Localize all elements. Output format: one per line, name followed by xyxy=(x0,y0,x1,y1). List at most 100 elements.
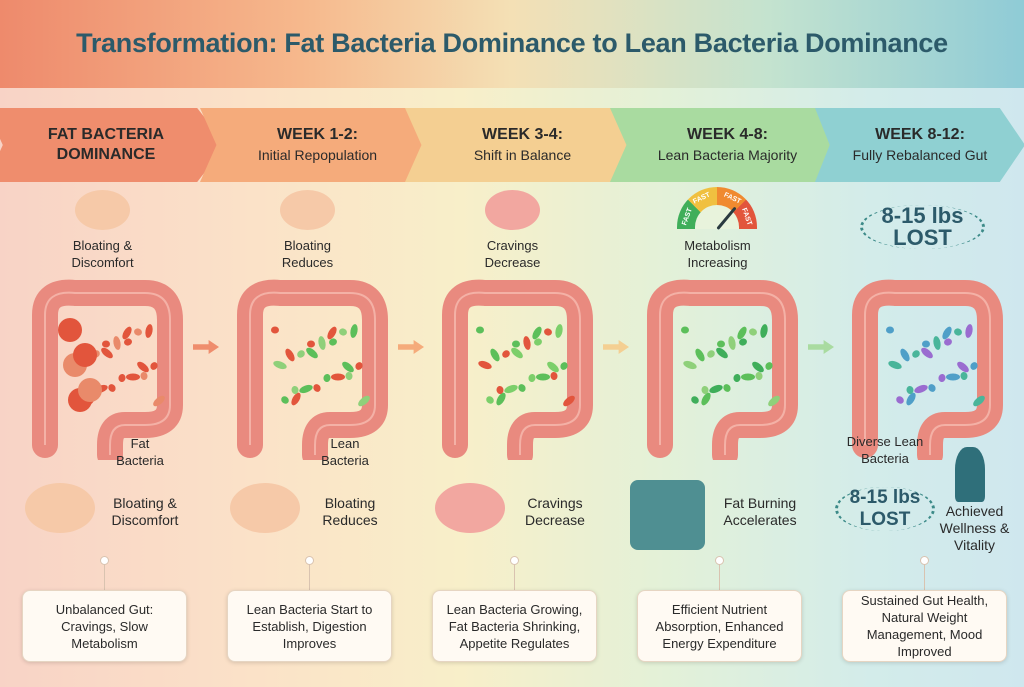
stage-summary: Sustained Gut Health, Natural Weight Man… xyxy=(842,590,1007,662)
bacteria xyxy=(965,324,973,338)
bacteria xyxy=(921,347,933,359)
bacteria xyxy=(957,361,969,373)
bacteria xyxy=(716,347,728,359)
connector-line xyxy=(924,560,925,590)
stage-heading: WEEK 3-4: xyxy=(482,126,563,143)
bacteria xyxy=(938,374,946,382)
gauge-label: FAST xyxy=(692,191,712,206)
bacteria xyxy=(532,326,542,340)
connector-line xyxy=(719,560,720,590)
stage-heading: FAT BACTERIA xyxy=(47,126,165,143)
bacteria xyxy=(906,386,914,394)
connector-line xyxy=(514,560,515,590)
top-label: Cravings Decrease xyxy=(484,238,541,270)
bacteria xyxy=(723,384,731,392)
colon-illustration xyxy=(852,279,1003,460)
connector-line xyxy=(104,560,105,590)
bacteria xyxy=(345,372,353,380)
bacteria xyxy=(534,338,542,346)
bottom-label: Cravings Decrease xyxy=(525,495,585,528)
bacteria xyxy=(108,384,116,392)
bacteria xyxy=(323,374,331,382)
colon-illustration xyxy=(442,279,593,460)
bacteria xyxy=(297,350,305,358)
colon-illustration xyxy=(237,279,388,460)
bacteria xyxy=(737,326,747,340)
bacteria xyxy=(306,347,318,359)
connector-dot xyxy=(510,556,519,565)
bacteria xyxy=(102,340,110,348)
bacteria xyxy=(145,324,153,338)
bacteria xyxy=(502,350,510,358)
stage-arrow-2: WEEK 3-4:Shift in Balance xyxy=(405,108,640,182)
bacteria xyxy=(126,373,140,381)
stage-heading: WEEK 4-8: xyxy=(687,126,768,143)
bacteria xyxy=(307,340,315,348)
bacteria xyxy=(749,328,757,336)
bacteria xyxy=(113,336,121,350)
gauge-label: FAST xyxy=(681,207,694,227)
bacteria xyxy=(124,338,132,346)
bacteria xyxy=(954,328,962,336)
gut-label: Diverse Lean Bacteria xyxy=(846,434,924,466)
bloated-belly-icon xyxy=(75,190,130,230)
title-banner xyxy=(0,0,1024,88)
bacteria xyxy=(944,338,952,346)
brain-no-junk-food-icon xyxy=(435,483,505,533)
bacteria xyxy=(717,340,725,348)
bacteria xyxy=(496,386,504,394)
bacteria xyxy=(928,384,936,392)
bacteria xyxy=(512,340,520,348)
bacteria xyxy=(933,336,941,350)
bacteria xyxy=(518,384,526,392)
bacteria xyxy=(536,373,550,381)
page-title: Transformation: Fat Bacteria Dominance t… xyxy=(76,28,948,58)
celebrating-person-icon xyxy=(955,447,985,502)
stage-subheading: Lean Bacteria Majority xyxy=(657,147,798,163)
bacteria xyxy=(906,392,916,406)
connector-line xyxy=(309,560,310,590)
bacteria xyxy=(728,336,736,350)
bacteria xyxy=(888,360,902,370)
bacteria xyxy=(122,326,132,340)
gut-label: Fat Bacteria xyxy=(116,436,164,468)
bacteria xyxy=(291,386,299,394)
bacteria xyxy=(970,362,978,370)
bacteria xyxy=(358,395,370,407)
bacteria xyxy=(299,384,313,394)
connector-dot xyxy=(305,556,314,565)
bacteria xyxy=(281,396,289,404)
bacteria xyxy=(150,362,158,370)
bacteria xyxy=(733,374,741,382)
bacteria xyxy=(134,328,142,336)
top-label: Bloating Reduces xyxy=(281,238,334,270)
bacteria xyxy=(900,348,910,362)
bottom-label: Bloating & Discomfort xyxy=(111,495,179,528)
bacteria xyxy=(523,336,531,350)
stage-summary: Efficient Nutrient Absorption, Enhanced … xyxy=(637,590,802,662)
bacteria xyxy=(140,372,148,380)
slim-belly-icon xyxy=(280,190,335,230)
bacteria xyxy=(560,362,568,370)
slim-belly-icon xyxy=(230,483,300,533)
bacteria xyxy=(765,362,773,370)
bacteria xyxy=(547,361,559,373)
bacteria xyxy=(544,328,552,336)
bacteria xyxy=(327,326,337,340)
scale-down-trend-icon xyxy=(630,480,705,550)
bacteria xyxy=(741,373,755,381)
bacteria xyxy=(271,326,279,334)
bacteria xyxy=(701,386,709,394)
bacteria xyxy=(285,348,295,362)
top-label: Metabolism Increasing xyxy=(684,238,751,270)
bacteria xyxy=(683,360,697,370)
bacteria xyxy=(153,395,165,407)
bacteria xyxy=(681,326,689,334)
bloated-belly-icon xyxy=(25,483,95,533)
bottom-label: Achieved Wellness & Vitality xyxy=(939,503,1010,553)
